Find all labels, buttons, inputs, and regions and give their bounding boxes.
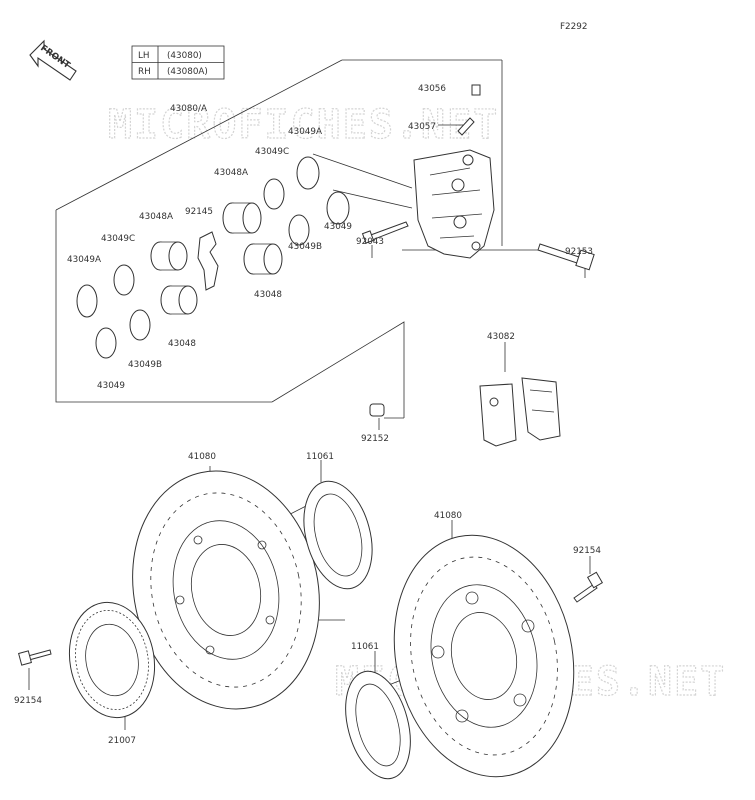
seal-43049c-top	[263, 178, 285, 210]
seal-43049-low	[95, 327, 117, 359]
watermark-top: MICROFICHES.NET	[108, 102, 499, 148]
label-43049a-top: 43049A	[288, 127, 322, 137]
label-43049b-low: 43049B	[128, 360, 162, 370]
bolt-92043	[361, 221, 409, 244]
label-43049c-left: 43049C	[101, 234, 135, 244]
seal-43049a-top	[296, 156, 320, 190]
label-11061-top: 11061	[306, 452, 334, 462]
shim-11061-top	[303, 480, 373, 590]
label-43049b-mid: 43049B	[288, 242, 322, 252]
abs-rotor-21007	[68, 601, 156, 719]
label-43049a-left: 43049A	[67, 255, 101, 265]
label-43049-mid: 43049	[324, 222, 352, 232]
piston-43048-low	[160, 285, 198, 315]
label-43048-low: 43048	[168, 339, 196, 349]
piston-43048a-left	[150, 241, 188, 271]
label-92154-left: 92154	[14, 696, 42, 706]
seal-43049b-low	[129, 309, 151, 341]
label-43048-mid: 43048	[254, 290, 282, 300]
seal-43049-mid	[326, 191, 350, 225]
pad-spring-92145	[197, 231, 219, 291]
collar-92152	[369, 403, 385, 417]
label-11061-bottom: 11061	[351, 642, 379, 652]
seal-43049c-left	[113, 264, 135, 296]
legend-side-rh: RH	[138, 67, 151, 77]
label-43056: 43056	[418, 84, 446, 94]
bolt-92154-right	[573, 571, 604, 603]
brake-disc-right	[393, 534, 575, 778]
shim-11061-bottom	[345, 670, 411, 780]
piston-43048a-top	[222, 202, 262, 234]
cap-43057	[457, 117, 475, 136]
brake-disc-left	[132, 470, 320, 710]
legend-side-lh: LH	[138, 51, 150, 61]
piston-43048-mid	[243, 243, 283, 275]
label-43049c-top: 43049C	[255, 147, 289, 157]
label-92153: 92153	[565, 247, 593, 257]
bolt-92153	[537, 243, 595, 271]
label-43049-low: 43049	[97, 381, 125, 391]
bolt-92154-left	[18, 649, 52, 666]
label-92154-right: 92154	[573, 546, 601, 556]
brake-pads-43082	[479, 377, 561, 447]
label-41080-right: 41080	[434, 511, 462, 521]
front-arrow-icon: FRONT	[29, 39, 77, 81]
seal-43049b-mid	[288, 214, 310, 246]
label-43057: 43057	[408, 122, 436, 132]
figure-code: F2292	[560, 22, 587, 32]
bleeder-valve-43056	[471, 84, 481, 96]
legend-code-lh: (43080)	[167, 51, 202, 61]
label-43048a-top: 43048A	[214, 168, 248, 178]
seal-43049a-left	[76, 284, 98, 318]
assembly-frame	[55, 59, 503, 419]
label-41080-left: 41080	[188, 452, 216, 462]
legend-code-rh: (43080A)	[167, 67, 208, 77]
legend-table: LH (43080) RH (43080A)	[131, 45, 225, 80]
label-92043: 92043	[356, 237, 384, 247]
label-21007: 21007	[108, 736, 136, 746]
caliper-seal-kit	[76, 156, 350, 359]
label-43082: 43082	[487, 332, 515, 342]
label-43048a-left: 43048A	[139, 212, 173, 222]
caliper-body	[413, 149, 495, 259]
label-92145: 92145	[185, 207, 213, 217]
label-43080-a: 43080/A	[170, 104, 207, 114]
label-92152: 92152	[361, 434, 389, 444]
